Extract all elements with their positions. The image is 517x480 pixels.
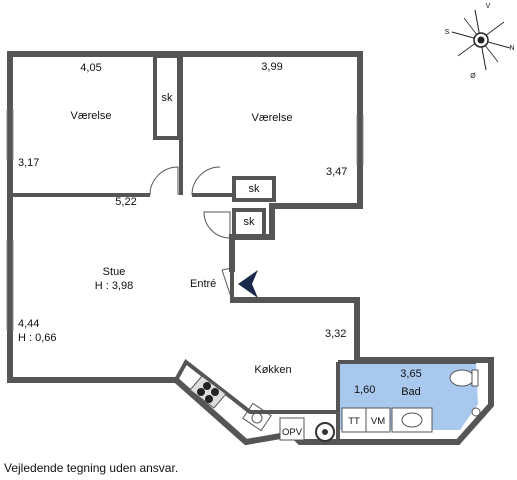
dimension-label: 1,60 [354,384,376,396]
entry-arrow-icon [238,270,258,298]
compass-south: Ø [470,73,476,80]
disclaimer-text: Vejledende tegning uden ansvar. [4,461,179,475]
closet-label: sk [161,92,173,104]
closet-label: sk [248,183,260,195]
dimension-label: 3,65 [400,368,422,380]
dimension-label: 5,22 [115,196,137,208]
dimension-label: 3,99 [261,61,283,73]
room-label-entry: Entré [190,278,217,290]
fan-icon [315,422,335,442]
dimension-label: 4,05 [80,62,102,74]
closet-label: sk [243,216,255,228]
compass-west: S [444,29,450,36]
dishwasher-label: OPV [281,427,303,438]
room-label-kitchen: Køkken [254,364,292,376]
room-label-bedroom-2: Værelse [251,112,293,124]
compass-north: V [485,3,491,10]
dimension-label: 4,44 [18,318,40,330]
dimension-label: 3,47 [326,166,348,178]
room-height-living: H : 3,98 [94,280,134,292]
room-label-bedroom-1: Værelse [70,110,112,122]
windows [6,110,364,330]
room-label-bath: Bad [401,386,421,398]
dimension-label: 3,17 [18,157,40,169]
compass-east: N [509,45,515,52]
dimension-label: 3,32 [325,328,347,340]
kitchen-sink-icon [242,402,272,432]
bath-fixtures [401,369,481,428]
dryer-label: TT [348,416,360,427]
stove-icon [189,375,227,409]
room-label-living: Stue [102,266,126,278]
compass-icon [451,9,511,71]
washer-label: VM [370,416,386,427]
dimension-label: H : 0,66 [18,332,57,344]
appliances [279,407,433,441]
doors [149,166,233,301]
